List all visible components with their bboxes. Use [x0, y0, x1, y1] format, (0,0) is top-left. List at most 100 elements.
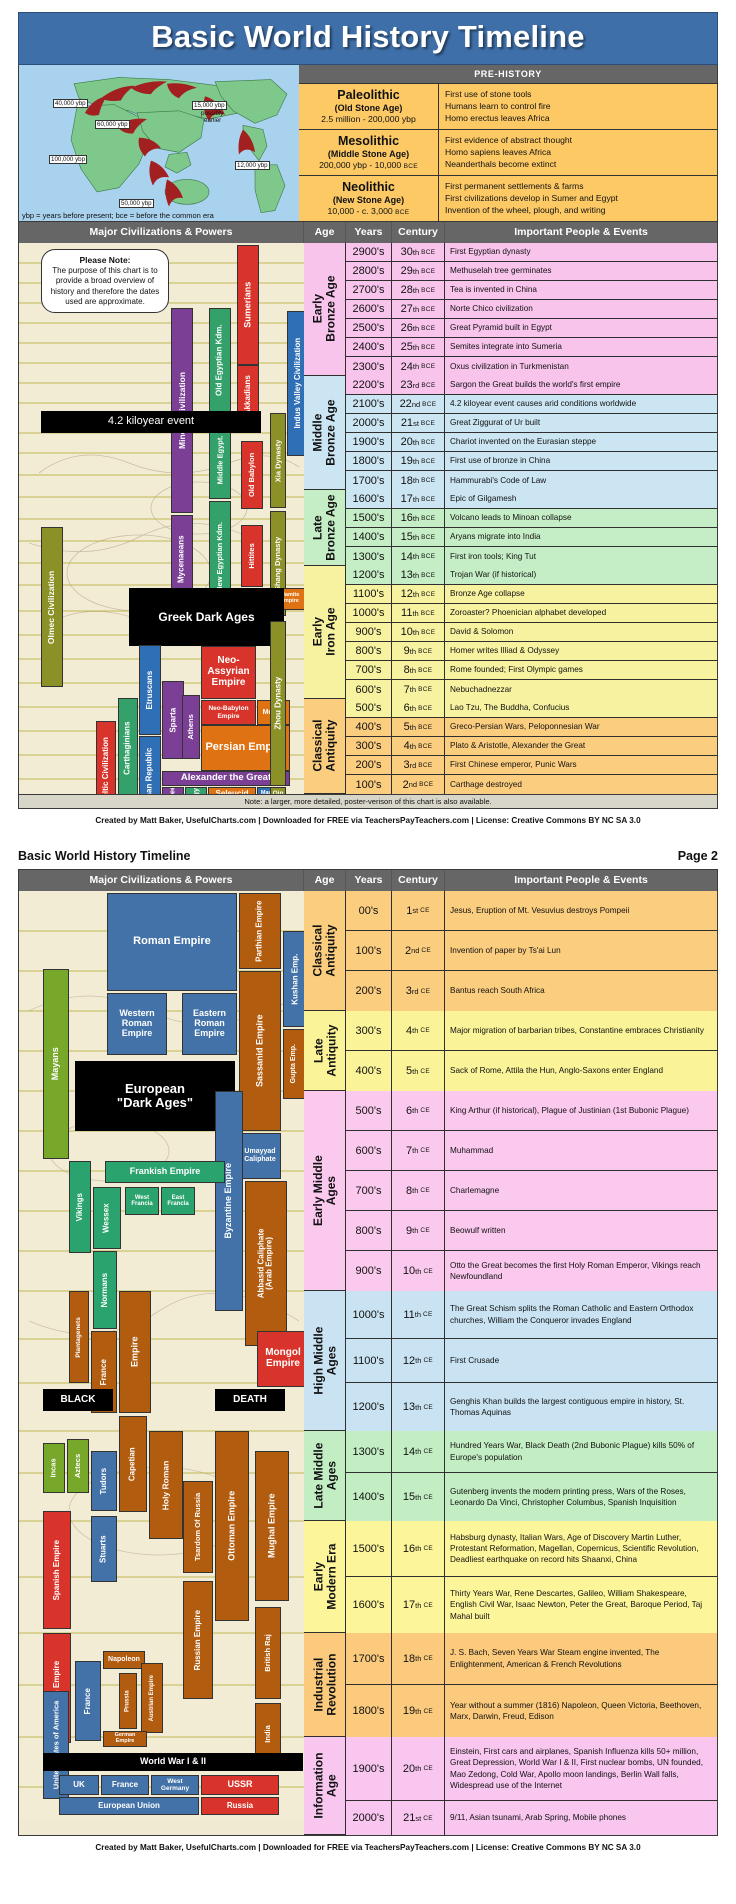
page2-page-label: Page 2: [677, 849, 718, 863]
prehistory-period-cell: Neolithic (New Stone Age) 10,000 - c. 3,…: [299, 176, 439, 221]
row-event: Zoroaster? Phoenician alphabet developed: [450, 608, 607, 618]
civilization-bar: Sumerians: [237, 245, 259, 365]
civilization-bar: Stuarts: [91, 1516, 117, 1582]
prehistory-row-neolithic: Neolithic (New Stone Age) 10,000 - c. 3,…: [299, 176, 717, 221]
civilization-bar: Kushan Emp.: [283, 931, 304, 1027]
page1-column-headers: Major Civilizations & Powers Age Years C…: [19, 222, 717, 243]
row-years: 1100's: [346, 585, 392, 603]
civilization-bar: West Francia: [125, 1187, 159, 1215]
page-1: Basic World History Timeline: [0, 12, 736, 835]
civilization-bar: Sparta: [162, 681, 184, 759]
civilization-bar: Gupta Emp.: [283, 1029, 304, 1099]
prehistory-events-cell: First permanent settlements & farms Firs…: [439, 176, 717, 221]
page2-title: Basic World History Timeline: [18, 849, 191, 863]
row-years: 2000's: [346, 1801, 392, 1835]
row-years: 800's: [346, 1211, 392, 1250]
page2-column-headers: Major Civilizations & Powers Age Years C…: [19, 870, 717, 891]
map-year-label: 15,000 ybp: [192, 101, 227, 110]
event-line: Homo sapiens leaves Africa: [445, 147, 552, 158]
header-century: Century: [392, 222, 445, 243]
map-caption: ybp = years before present; bce = before…: [22, 211, 214, 220]
prehistory-row-paleolithic: Paleolithic (Old Stone Age) 2.5 million …: [299, 84, 717, 130]
row-years: 2800's: [346, 262, 392, 280]
row-years: 500's: [346, 1091, 392, 1130]
civilization-bar: Xia Dynasty: [270, 413, 286, 508]
row-years: 2500's: [346, 319, 392, 337]
row-years: 700's: [346, 1171, 392, 1210]
civilization-bar: UK: [59, 1775, 99, 1795]
row-event: First Egyptian dynasty: [450, 247, 531, 257]
row-years: 00's: [346, 891, 392, 930]
civilization-bar: Athens: [182, 695, 200, 759]
row-event: Methuselah tree germinates: [450, 266, 552, 276]
civilization-bar: Napoleon: [103, 1651, 145, 1669]
row-years: 2200's: [346, 376, 392, 394]
row-years: 1000's: [346, 604, 392, 622]
civilization-bar: Hellenistic Greece: [162, 787, 184, 794]
civilization-bar: Celtic Civilization: [96, 721, 116, 794]
civilization-bar: Austrian Empire: [141, 1663, 163, 1733]
row-years: 1100's: [346, 1339, 392, 1382]
civilization-bar: Tsardom Of Russia: [183, 1481, 213, 1573]
row-event: Invention of paper by Ts'ai Lun: [450, 945, 561, 955]
map-year-label: 50,000 ybp: [119, 199, 154, 208]
row-years: 400's: [346, 1051, 392, 1091]
civilization-bar: Tudors: [91, 1451, 117, 1511]
civilization-bar: Olmec Civilization: [41, 527, 63, 687]
row-years: 1500's: [346, 1521, 392, 1576]
row-event: Thirty Years War, Rene Descartes, Galile…: [450, 1589, 703, 1621]
row-event: Carthage destroyed: [450, 779, 522, 789]
row-years: 300's: [346, 737, 392, 755]
civilization-bar: Roman Empire: [107, 893, 237, 991]
civilization-bar: France: [75, 1661, 101, 1741]
row-event: Great Ziggurat of Ur built: [450, 418, 541, 428]
period-subtitle: (Middle Stone Age): [327, 149, 410, 159]
row-years: 800's: [346, 642, 392, 660]
world-map-graphic: [19, 65, 299, 221]
row-years: 2600's: [346, 300, 392, 318]
page-2: Basic World History Timeline Page 2 Majo…: [0, 835, 736, 1862]
row-years: 2100's: [346, 395, 392, 413]
civilization-bar: West Germany: [151, 1775, 199, 1795]
prehistory-table: PRE-HISTORY Paleolithic (Old Stone Age) …: [299, 65, 717, 221]
prehistory-events-cell: First evidence of abstract thought Homo …: [439, 130, 717, 175]
row-years: 400's: [346, 718, 392, 736]
